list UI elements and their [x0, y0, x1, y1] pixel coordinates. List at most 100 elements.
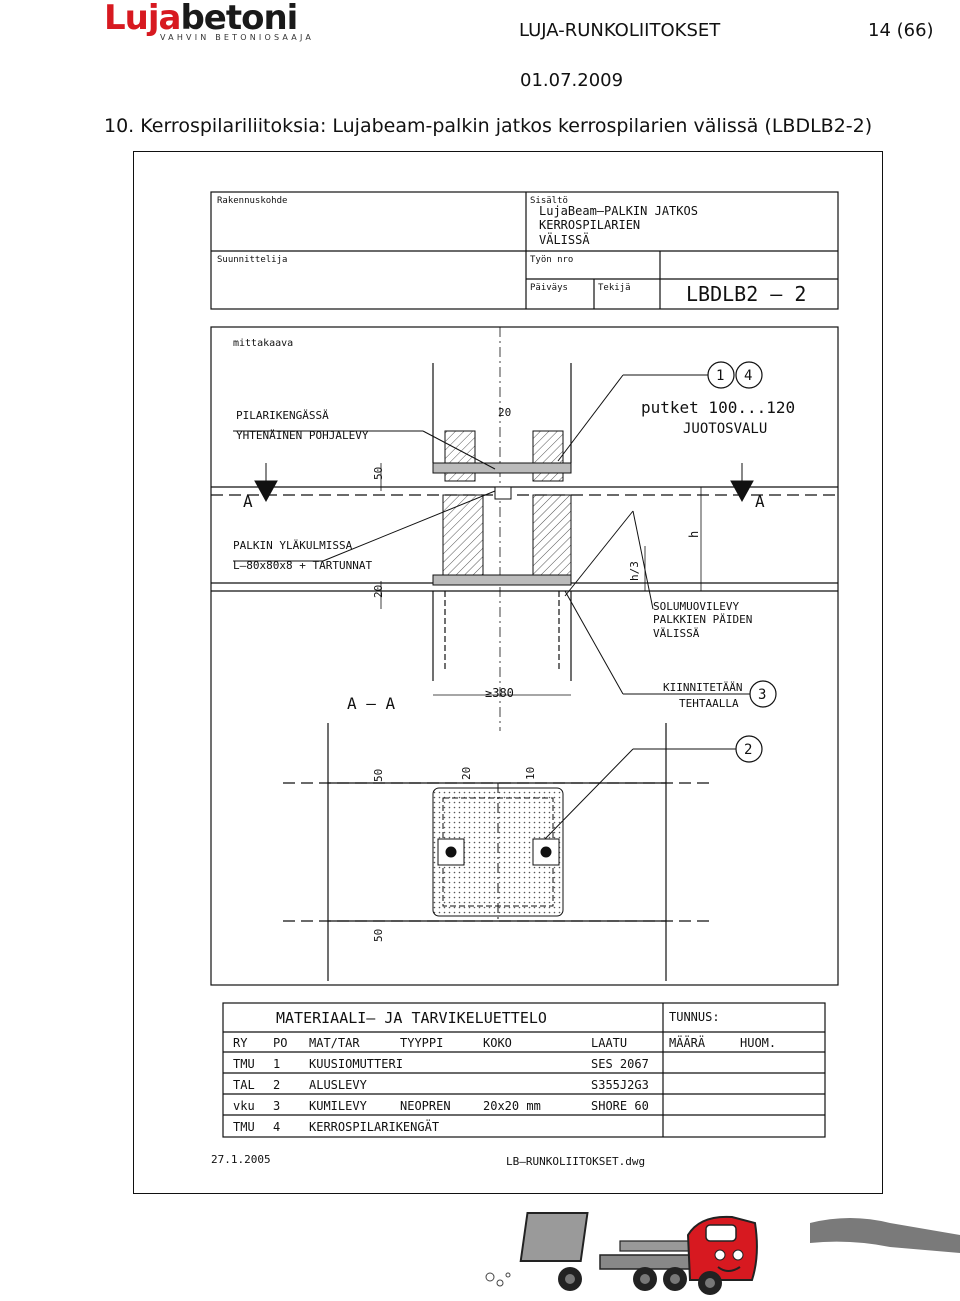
cell-laatu: S355J2G3 [591, 1078, 649, 1092]
cell-laatu: SES 2067 [591, 1057, 649, 1071]
callout-2: 2 [744, 742, 752, 758]
beam-end-right [532, 494, 572, 584]
dim-380: ≥380 [485, 686, 514, 700]
cell-mattar: KERROSPILARIKENGÄT [309, 1119, 439, 1134]
drawing-sheet-border [133, 151, 883, 1194]
table-row: TMU 4 KERROSPILARIKENGÄT [233, 1119, 439, 1134]
section-a-right: A [755, 492, 765, 511]
dim-50-upper: 50 [372, 467, 385, 480]
section-marker-right [730, 463, 754, 503]
section-label: A – A [347, 694, 396, 713]
tb-paivays: Päiväys [530, 283, 568, 293]
table-row: TMU 1 KUUSIOMUTTERI SES 2067 [233, 1057, 649, 1071]
truck-illustration [485, 1212, 960, 1295]
cell-ry: TMU [233, 1057, 255, 1071]
dim-50-section-bottom: 50 [372, 929, 385, 942]
dim-20-lower: 20 [372, 585, 385, 598]
label-kiinnitetaan: KIINNITETÄÄN [663, 681, 742, 694]
page-number: 14 (66) [868, 20, 934, 41]
cell-po: 1 [273, 1057, 280, 1071]
th-koko: KOKO [483, 1036, 512, 1050]
footer-filename: LB–RUNKOLIITOKSET.dwg [506, 1155, 645, 1168]
cell-ry: vku [233, 1099, 255, 1113]
tb-sisalto: Sisältö [530, 196, 568, 206]
tb-drawing-code: LBDLB2 – 2 [686, 282, 806, 306]
title-block [210, 191, 839, 310]
th-huom: HUOM. [740, 1036, 776, 1050]
cell-mattar: KUMILEVY [309, 1099, 368, 1113]
company-logo: Lujabetoni VAHVIN BETONIOSAAJA [104, 0, 311, 42]
table-row: TAL 2 ALUSLEVY S355J2G3 [233, 1078, 649, 1092]
cell-laatu: SHORE 60 [591, 1099, 649, 1113]
dim-20-section: 20 [460, 767, 473, 780]
cell-po: 2 [273, 1078, 280, 1092]
document-date: 01.07.2009 [520, 70, 624, 91]
label-valissa: VÄLISSÄ [653, 627, 700, 640]
table-row: vku 3 KUMILEVY NEOPREN 20x20 mm SHORE 60 [233, 1099, 649, 1113]
label-juotosvalu: JUOTOSVALU [683, 421, 767, 437]
dim-50-section-top: 50 [372, 769, 385, 782]
callout-bubbles [707, 361, 777, 763]
logo-text-dark: betoni [180, 0, 298, 38]
section-heading: 10. Kerrospilariliitoksia: Lujabeam-palk… [104, 115, 873, 137]
section-marker-left [254, 463, 278, 503]
tb-content-line1: LujaBeam–PALKIN JATKOS [539, 204, 698, 218]
cell-mattar: ALUSLEVY [309, 1078, 368, 1092]
cell-tyyppi: NEOPREN [400, 1099, 451, 1113]
anchor-bolts [437, 838, 560, 866]
document-title: LUJA-RUNKOLIITOKSET [519, 20, 721, 41]
steel-angle [494, 486, 512, 500]
section-view [283, 723, 713, 981]
lower-column [432, 591, 572, 681]
table-header-row: RY PO MAT/TAR TYYPPI KOKO LAATU MÄÄRÄ HU… [233, 1035, 776, 1050]
technical-drawing: Rakennuskohde Sisältö LujaBeam–PALKIN JA… [210, 191, 839, 1168]
table-title: MATERIAALI– JA TARVIKELUETTELO [276, 1009, 547, 1027]
cell-ry: TAL [233, 1078, 255, 1092]
upper-column [432, 327, 572, 731]
label-tehtaalla: TEHTAALLA [679, 697, 739, 710]
cell-mattar: KUUSIOMUTTERI [309, 1057, 403, 1071]
th-tyyppi: TYYPPI [400, 1036, 443, 1050]
cell-po: 3 [273, 1099, 280, 1113]
tb-suunnittelija: Suunnittelija [217, 255, 287, 265]
cell-ry: TMU [233, 1120, 255, 1134]
th-mattar: MAT/TAR [309, 1036, 360, 1050]
beam-end-left [442, 494, 484, 584]
th-maara: MÄÄRÄ [669, 1035, 706, 1050]
label-l80: L–80x80x8 + TARTUNNAT [233, 559, 372, 572]
tb-content-line3: VÄLISSÄ [539, 232, 590, 247]
label-palkkien-paiden: PALKKIEN PÄIDEN [653, 613, 752, 626]
callout-4: 4 [744, 368, 752, 384]
cell-po: 4 [273, 1120, 280, 1134]
tb-content-line2: KERROSPILARIEN [539, 218, 640, 232]
dim-h: h [687, 531, 701, 538]
tb-rakennuskohde: Rakennuskohde [217, 196, 287, 206]
cell-koko: 20x20 mm [483, 1099, 541, 1113]
th-laatu: LAATU [591, 1036, 627, 1050]
base-plate-lower [432, 574, 572, 586]
label-pilarikengassa: PILARIKENGÄSSÄ [236, 409, 329, 422]
dim-20-top: 20 [498, 406, 511, 419]
callout-3: 3 [758, 687, 766, 703]
callout-1: 1 [716, 368, 724, 384]
tb-tekija: Tekijä [598, 283, 631, 293]
material-table-grid [222, 1002, 826, 1138]
label-putket: putket 100...120 [641, 398, 795, 417]
dim-h-third: h/3 [628, 561, 641, 581]
footer-date: 27.1.2005 [211, 1153, 271, 1166]
logo-tagline: VAHVIN BETONIOSAAJA [160, 33, 315, 42]
th-ry: RY [233, 1036, 248, 1050]
label-yhtenainen: YHTENÄINEN POHJALEVY [236, 429, 369, 442]
base-plate-upper [432, 462, 572, 474]
logo-text-red: Luja [104, 0, 181, 38]
drawing-frame [210, 326, 839, 986]
label-palkin-ylakulmissa: PALKIN YLÄKULMISSA [233, 539, 353, 552]
label-solumuovilevy: SOLUMUOVILEVY [653, 600, 739, 613]
th-po: PO [273, 1036, 287, 1050]
section-a-left: A [243, 492, 253, 511]
scale-label: mittakaava [233, 338, 293, 349]
tb-tyon-nro: Työn nro [530, 255, 573, 265]
table-tunnus: TUNNUS: [669, 1010, 720, 1024]
dim-10-section: 10 [524, 767, 537, 780]
beam-elevation [211, 486, 838, 592]
